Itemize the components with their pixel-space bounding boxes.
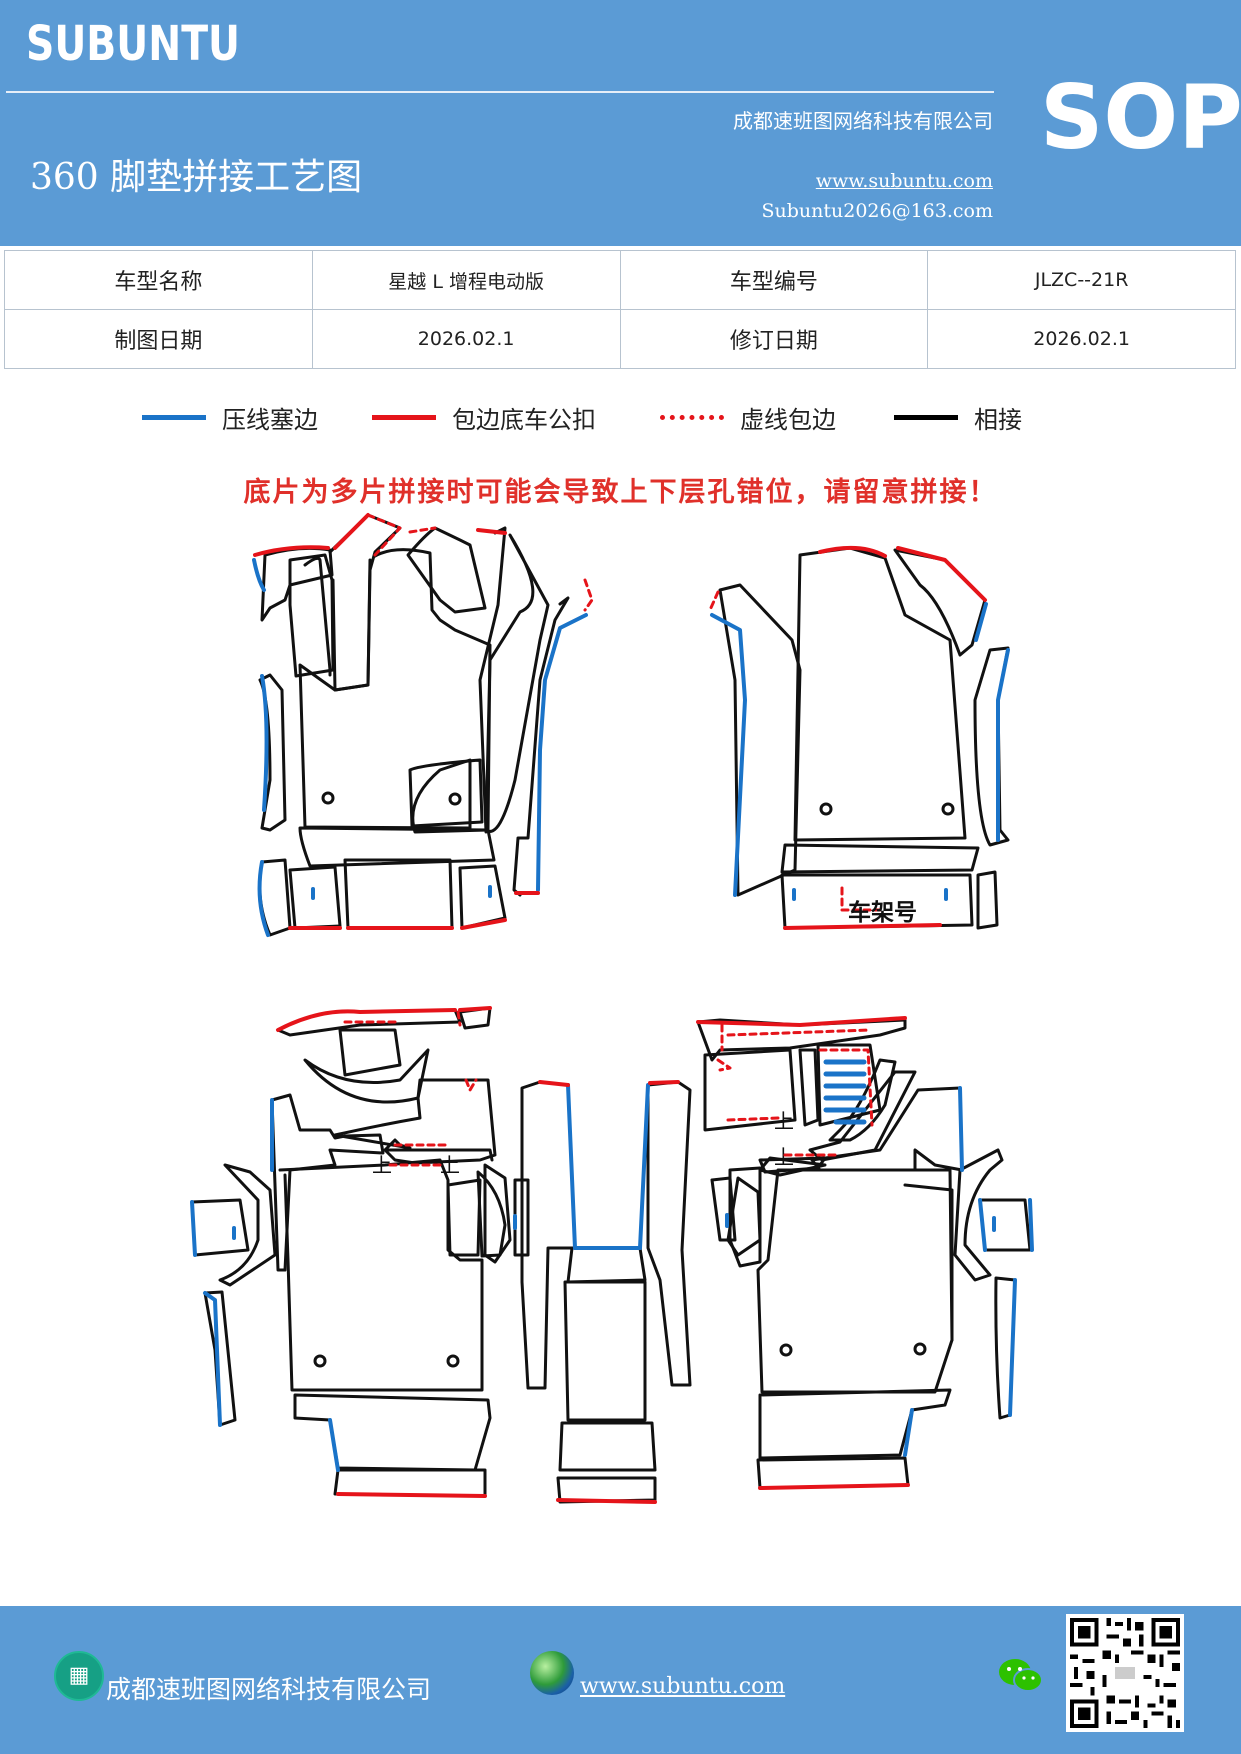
mat-rear-right: 上 上	[696, 1016, 1034, 1490]
legend-item-black: 相接	[894, 400, 1022, 435]
legend-item-blue: 压线塞边	[142, 400, 318, 435]
cell-draw-date-label: 制图日期	[4, 309, 313, 369]
legend-label: 压线塞边	[222, 406, 318, 434]
mat-center	[520, 1080, 692, 1504]
mark-up-label: 上	[440, 1153, 460, 1177]
legend: 压线塞边 包边底车公扣 虚线包边 相接	[0, 400, 1241, 440]
header-website-link[interactable]: www.subuntu.com	[815, 170, 993, 192]
floor-mat-diagram: 车架号 上 上	[190, 513, 1034, 1504]
cell-revise-date-label: 修订日期	[619, 309, 929, 369]
legend-swatch	[894, 415, 958, 420]
mat-rear-left: 上 上	[190, 1006, 530, 1498]
cell-model-name: 星越 L 增程电动版	[311, 250, 621, 310]
cell-model-code: JLZC--21R	[927, 250, 1236, 310]
header-email: Subuntu2026@163.com	[761, 200, 993, 222]
mat-front-left	[252, 513, 594, 937]
mark-up-label: 上	[372, 1153, 392, 1177]
mat-front-right: 车架号	[708, 545, 1010, 930]
legend-swatch	[660, 415, 724, 420]
legend-swatch	[142, 415, 206, 420]
legend-item-dashed: 虚线包边	[660, 400, 836, 435]
legend-item-red: 包边底车公扣	[372, 400, 596, 435]
header-company: 成都速班图网络科技有限公司	[733, 109, 993, 133]
warning-text: 底片为多片拼接时可能会导致上下层孔错位，请留意拼接！	[243, 477, 998, 508]
table-row: 制图日期 2026.02.1 修订日期 2026.02.1	[4, 309, 1236, 369]
legend-swatch	[372, 415, 436, 420]
cell-revise-date: 2026.02.1	[927, 309, 1236, 369]
cell-model-name-label: 车型名称	[4, 250, 313, 310]
header-divider	[6, 91, 994, 93]
cell-model-code-label: 车型编号	[619, 250, 929, 310]
info-table: 车型名称 星越 L 增程电动版 车型编号 JLZC--21R 制图日期 2026…	[4, 250, 1236, 369]
legend-label: 相接	[974, 406, 1022, 434]
cell-draw-date: 2026.02.1	[311, 309, 621, 369]
heel-pad-slots	[823, 1059, 867, 1125]
mark-up-label: 上	[774, 1145, 794, 1169]
brand-logo: SUBUNTU	[26, 16, 241, 72]
legend-label: 包边底车公扣	[452, 406, 596, 434]
sop-badge: SOP	[1040, 66, 1241, 169]
footer-banner: ▦ 成都速班图网络科技有限公司 www.subuntu.com	[0, 1606, 1241, 1754]
footer-company: 成都速班图网络科技有限公司	[106, 1675, 432, 1704]
footer-website-link[interactable]: www.subuntu.com	[580, 1674, 786, 1699]
globe-icon	[530, 1651, 574, 1695]
header-banner: SUBUNTU 成都速班图网络科技有限公司 360 脚垫拼接工艺图 www.su…	[0, 0, 1241, 246]
mark-up-label: 上	[774, 1109, 794, 1133]
wechat-icon[interactable]	[997, 1656, 1045, 1696]
company-building-icon: ▦	[54, 1651, 104, 1701]
qr-code[interactable]	[1066, 1614, 1184, 1732]
page-title: 360 脚垫拼接工艺图	[30, 157, 363, 198]
table-row: 车型名称 星越 L 增程电动版 车型编号 JLZC--21R	[4, 250, 1236, 310]
frame-number-label: 车架号	[848, 899, 917, 926]
legend-label: 虚线包边	[740, 406, 836, 434]
